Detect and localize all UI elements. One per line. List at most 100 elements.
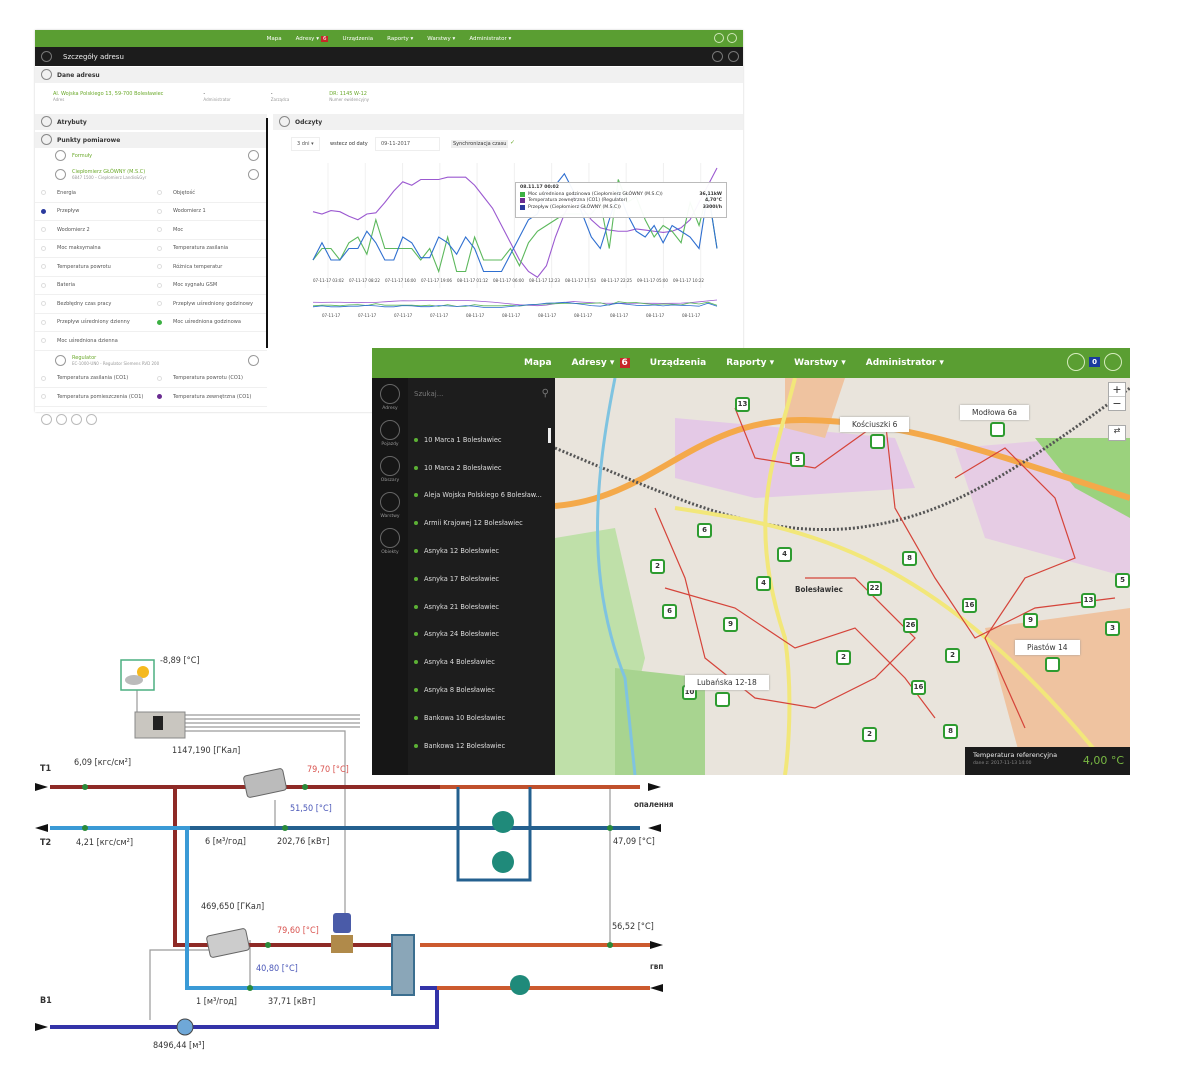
radio-icon[interactable] xyxy=(41,338,46,344)
sidebar-icon-button[interactable]: Adresy xyxy=(379,384,401,411)
view-icon[interactable] xyxy=(41,414,52,425)
section-address[interactable]: Dane adresu xyxy=(35,67,743,83)
address-pin-icon[interactable] xyxy=(990,422,1005,437)
parameter-option[interactable]: Temperatura pomieszczenia (CO1) xyxy=(35,394,151,400)
cluster-marker[interactable]: 2 xyxy=(650,559,665,574)
radio-icon[interactable] xyxy=(157,190,162,196)
series-line[interactable] xyxy=(312,172,718,273)
parameter-option[interactable]: Przepływ uśredniony dzienny xyxy=(35,319,151,325)
radio-icon[interactable] xyxy=(41,264,46,270)
address-callout[interactable]: Kościuszki 6 xyxy=(840,417,910,432)
cluster-marker[interactable]: 16 xyxy=(962,598,977,613)
radio-icon[interactable] xyxy=(157,282,162,288)
address-pin-icon[interactable] xyxy=(870,434,885,449)
nav-addresses[interactable]: Adresy ▾ 6 xyxy=(571,358,630,368)
radio-icon[interactable] xyxy=(157,394,162,400)
radio-icon[interactable] xyxy=(41,208,46,214)
nav-devices[interactable]: Urządzenia xyxy=(649,358,707,368)
cluster-marker[interactable]: 2 xyxy=(945,648,960,663)
nav-layers[interactable]: Warstwy ▾ xyxy=(427,35,456,42)
nav-map[interactable]: Mapa xyxy=(266,35,282,42)
collapse-icon[interactable] xyxy=(41,51,52,62)
radio-icon[interactable] xyxy=(157,301,162,307)
more-options-icon[interactable] xyxy=(248,354,259,366)
parameter-option[interactable]: Moc xyxy=(151,227,267,233)
parameter-option[interactable]: Przepływ xyxy=(35,208,151,214)
range-select[interactable]: 3 dni ▾ xyxy=(291,137,320,151)
address-list-item[interactable]: 10 Marca 2 Bolesławiec xyxy=(414,454,549,482)
section-attributes[interactable]: Atrybuty xyxy=(35,114,267,130)
user-icon[interactable] xyxy=(1104,353,1122,371)
cluster-marker[interactable]: 2 xyxy=(836,650,851,665)
search-icon[interactable]: ⚲ xyxy=(541,388,549,399)
series-line[interactable] xyxy=(312,179,718,274)
cluster-marker[interactable]: 4 xyxy=(756,576,771,591)
radio-icon[interactable] xyxy=(157,264,162,270)
parameter-option[interactable]: Wodomierz 1 xyxy=(151,208,267,214)
parameter-option[interactable]: Bezbłędny czas pracy xyxy=(35,301,151,307)
nav-admin[interactable]: Administrator ▾ xyxy=(865,358,944,368)
radio-icon[interactable] xyxy=(41,245,46,251)
cluster-marker[interactable]: 26 xyxy=(903,618,918,633)
cluster-marker[interactable]: 4 xyxy=(777,547,792,562)
parameter-option[interactable]: Wodomierz 2 xyxy=(35,227,151,233)
radio-icon[interactable] xyxy=(41,394,46,400)
radio-icon[interactable] xyxy=(157,319,162,325)
parameter-option[interactable]: Temperatura powrotu xyxy=(35,264,151,270)
home-icon[interactable] xyxy=(71,414,82,425)
radio-icon[interactable] xyxy=(41,282,46,288)
parameter-option[interactable]: Moc sygnału GSM xyxy=(151,282,267,288)
radio-icon[interactable] xyxy=(157,208,162,214)
search-input[interactable]: Szukaj...⚲ xyxy=(414,388,549,399)
cluster-marker[interactable]: 5 xyxy=(1115,573,1130,588)
address-callout[interactable]: Piastów 14 xyxy=(1015,640,1080,655)
device-item[interactable]: Ciepłomierz GŁÓWNY (M.S.C)6847 1500 – Ci… xyxy=(35,165,267,184)
parameter-option[interactable]: Temperatura powrotu (CO1) xyxy=(151,375,267,381)
radio-icon[interactable] xyxy=(157,227,162,233)
nav-addresses[interactable]: Adresy ▾6 xyxy=(295,35,329,42)
parameter-option[interactable]: Różnica temperatur xyxy=(151,264,267,270)
up-icon[interactable] xyxy=(56,414,67,425)
address-list-item[interactable]: Asnyka 8 Bolesławiec xyxy=(414,676,549,704)
cluster-marker[interactable]: 13 xyxy=(1081,593,1096,608)
address-list-item[interactable]: Asnyka 4 Bolesławiec xyxy=(414,648,549,676)
cluster-marker[interactable]: 6 xyxy=(697,523,712,538)
user-icon[interactable] xyxy=(727,33,737,43)
zoom-in-button[interactable]: + xyxy=(1112,383,1122,396)
sidebar-icon-button[interactable]: Obszary xyxy=(379,456,401,483)
address-list-item[interactable]: Aleja Wojska Polskiego 6 Bolesław... xyxy=(414,482,549,510)
parameter-option[interactable]: Temperatura zewnętrzna (CO1) xyxy=(151,394,267,400)
sync-check-icon[interactable]: ✓ xyxy=(510,139,516,146)
building-icon[interactable] xyxy=(86,414,97,425)
nav-admin[interactable]: Administrator ▾ xyxy=(469,35,512,42)
date-input[interactable]: 09-11-2017 xyxy=(375,137,440,151)
parameter-option[interactable]: Przepływ uśredniony godzinowy xyxy=(151,301,267,307)
more-options-icon[interactable] xyxy=(248,150,259,161)
parameter-option[interactable]: Energia xyxy=(35,190,151,196)
sync-time-toggle[interactable]: Synchronizacja czasu xyxy=(451,140,509,148)
more-options-icon[interactable] xyxy=(248,169,259,180)
address-pin-icon[interactable] xyxy=(715,692,730,707)
parameter-option[interactable]: Temperatura zasilania xyxy=(151,245,267,251)
chart-navigator[interactable] xyxy=(310,298,720,314)
cluster-marker[interactable]: 3 xyxy=(1105,621,1120,636)
cluster-marker[interactable]: 6 xyxy=(662,604,677,619)
address-list-item[interactable]: 10 Marca 1 Bolesławiec xyxy=(414,426,549,454)
address-pin-icon[interactable] xyxy=(1045,657,1060,672)
cluster-marker[interactable]: 13 xyxy=(735,397,750,412)
readings-chart[interactable] xyxy=(310,163,720,323)
layers-toggle-icon[interactable]: ⇄ xyxy=(1108,425,1126,441)
scrollbar[interactable] xyxy=(548,428,551,443)
scrollbar[interactable] xyxy=(266,118,268,348)
radio-icon[interactable] xyxy=(157,375,162,381)
add-icon[interactable] xyxy=(728,51,739,62)
radio-icon[interactable] xyxy=(41,301,46,307)
parameter-option[interactable]: Bateria xyxy=(35,282,151,288)
cluster-marker[interactable]: 9 xyxy=(723,617,738,632)
radio-icon[interactable] xyxy=(41,190,46,196)
zoom-out-button[interactable]: − xyxy=(1109,396,1125,410)
parameter-option[interactable]: Objętość xyxy=(151,190,267,196)
section-readings[interactable]: Odczyty xyxy=(273,114,743,130)
cluster-marker[interactable]: 8 xyxy=(943,724,958,739)
